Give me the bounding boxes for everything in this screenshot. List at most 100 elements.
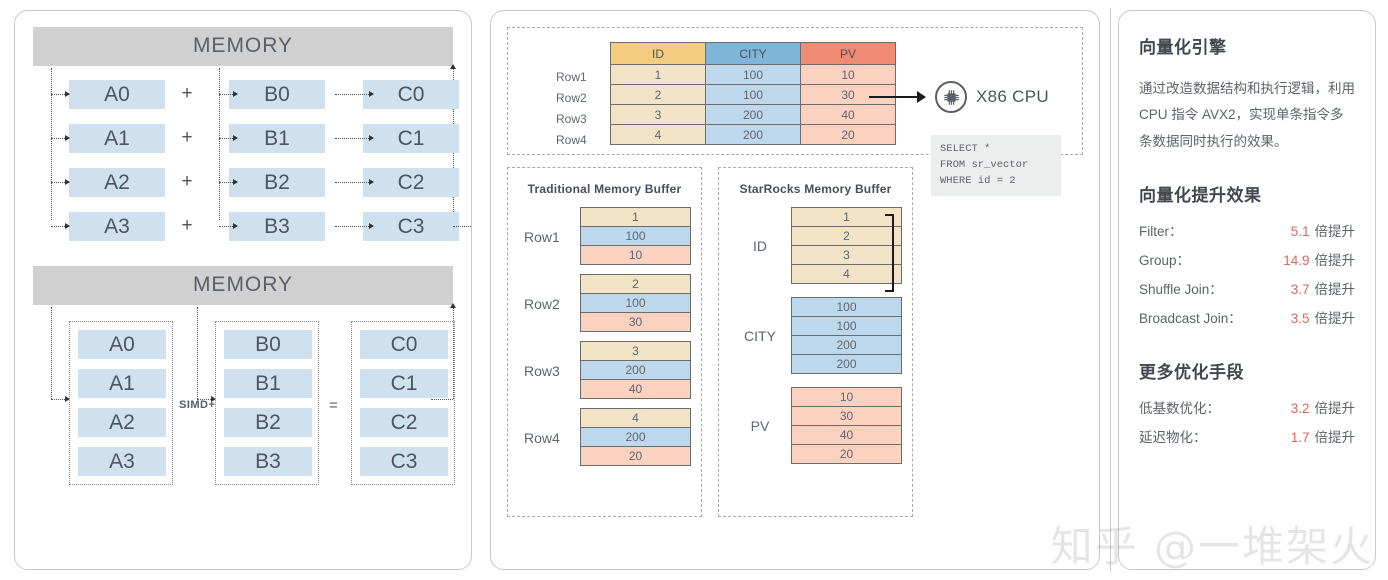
conn-arrow xyxy=(233,91,238,97)
rail-a xyxy=(51,307,52,399)
value-cell: 200 xyxy=(791,335,902,355)
block-b: B0 xyxy=(224,330,312,359)
metric-value: 5.1 xyxy=(1290,223,1310,239)
vectorization-info-card: 向量化引擎 通过改造数据结构和执行逻辑，利用 CPU 指令 AVX2，实现单条指… xyxy=(1118,10,1376,570)
value-stack: 10 30 40 20 xyxy=(791,387,902,464)
table-row: 3 200 40 xyxy=(610,104,896,125)
row-label: Row3 xyxy=(556,112,587,126)
metric-unit: 倍提升 xyxy=(1314,223,1356,239)
metric-value: 3.5 xyxy=(1290,310,1310,326)
column-divider xyxy=(1110,8,1111,572)
cpu-node: X86 CPU xyxy=(935,81,1049,113)
scalar-row: A1 + B1 C1 xyxy=(33,116,459,160)
op-plus: + xyxy=(181,127,193,148)
value-cell: 1 xyxy=(580,207,691,227)
conn xyxy=(335,182,373,183)
left-column: MEMORY A0 + xyxy=(0,0,480,580)
conn-arrow xyxy=(211,396,216,402)
block-c: C0 xyxy=(360,330,448,359)
rail-b xyxy=(197,307,198,399)
metric-row: Shuffle Join： 3.7 倍提升 xyxy=(1139,278,1355,298)
buffer-group: PV 10 30 40 20 xyxy=(729,387,902,464)
rail-b xyxy=(219,68,220,220)
block-c: C2 xyxy=(363,167,459,197)
section-body-engine: 通过改造数据结构和执行逻辑，利用 CPU 指令 AVX2，实现单条指令多条数据同… xyxy=(1139,81,1355,149)
conn-arrow xyxy=(369,91,374,97)
block-b: B2 xyxy=(224,408,312,437)
block-b: B2 xyxy=(229,167,325,197)
table-row: 2 100 30 xyxy=(610,84,896,105)
group-label: Row1 xyxy=(524,228,560,245)
cpu-chip-icon xyxy=(935,81,967,113)
value-cell: 100 xyxy=(791,316,902,336)
value-stack: 1 100 10 xyxy=(580,207,691,265)
table-header-row: ID CITY PV xyxy=(610,42,896,65)
value-cell: 30 xyxy=(791,406,902,426)
value-cell: 2 xyxy=(580,274,691,294)
metric-row: 延迟物化： 1.7 倍提升 xyxy=(1139,426,1355,446)
metric-row: Broadcast Join： 3.5 倍提升 xyxy=(1139,307,1355,327)
conn-arrow xyxy=(369,135,374,141)
scalar-vs-simd-card: MEMORY A0 + xyxy=(14,10,472,570)
value-cell: 4 xyxy=(580,408,691,428)
group-label: CITY xyxy=(744,328,776,344)
section-heading-engine: 向量化引擎 xyxy=(1139,38,1227,57)
cell-city: 100 xyxy=(705,84,801,105)
block-c: C1 xyxy=(360,369,448,398)
block-a: A1 xyxy=(78,369,166,398)
column-header-id: ID xyxy=(610,42,706,65)
scalar-row: A3 + B3 C3 xyxy=(33,204,471,248)
cell-pv: 20 xyxy=(800,124,896,145)
value-cell: 200 xyxy=(791,354,902,374)
cell-id: 2 xyxy=(610,84,706,105)
group-label: PV xyxy=(750,418,770,434)
metric-value: 14.9 xyxy=(1283,252,1310,268)
cell-city: 200 xyxy=(705,124,801,145)
conn xyxy=(51,182,69,183)
memory-bar-upper: MEMORY xyxy=(33,27,453,66)
conn-arrow xyxy=(233,223,238,229)
cpu-arrow-head xyxy=(917,91,926,103)
conn xyxy=(453,226,471,227)
value-cell: 3 xyxy=(580,341,691,361)
scalar-rows: A0 + B0 C0 xyxy=(33,64,471,248)
value-cell: 10 xyxy=(580,245,691,265)
conn-arrow xyxy=(65,91,70,97)
metric-value: 3.2 xyxy=(1290,400,1310,416)
metric-row: 低基数优化： 3.2 倍提升 xyxy=(1139,397,1355,417)
cpu-label: X86 CPU xyxy=(976,87,1049,106)
value-cell: 3 xyxy=(791,245,902,265)
block-a: A2 xyxy=(78,408,166,437)
row-label: Row4 xyxy=(556,133,587,147)
conn xyxy=(51,94,69,95)
cell-id: 4 xyxy=(610,124,706,145)
metric-value: 3.7 xyxy=(1290,281,1310,297)
block-a: A1 xyxy=(69,123,165,153)
simd-group-c: C0 C1 C2 C3 xyxy=(351,321,455,485)
buffers-row: Traditional Memory Buffer Row1 1 100 10 … xyxy=(507,81,1083,517)
cell-pv: 40 xyxy=(800,104,896,125)
starrocks-buffer-title: StarRocks Memory Buffer xyxy=(739,182,892,196)
traditional-memory-buffer: Traditional Memory Buffer Row1 1 100 10 … xyxy=(507,167,702,517)
block-c: C3 xyxy=(360,447,448,476)
simd-diagram: MEMORY A0 A1 A2 A3 xyxy=(33,266,456,507)
buffer-group: Row4 4 200 20 xyxy=(518,408,691,466)
metric-name: Broadcast Join： xyxy=(1139,310,1242,326)
metric-name: Filter： xyxy=(1139,223,1183,239)
value-cell: 10 xyxy=(791,387,902,407)
simd-group-b: B0 B1 B2 B3 xyxy=(215,321,319,485)
block-a: A3 xyxy=(78,447,166,476)
metric-name: Group： xyxy=(1139,252,1191,268)
metric-unit: 倍提升 xyxy=(1314,252,1356,268)
table-row: 4 200 20 xyxy=(610,124,896,145)
conn-arrow xyxy=(65,135,70,141)
conn-arrow xyxy=(65,179,70,185)
cell-id: 3 xyxy=(610,104,706,125)
block-a: A2 xyxy=(69,167,165,197)
block-c: C1 xyxy=(363,123,459,153)
source-table: ID CITY PV 1 100 10 2 100 30 xyxy=(610,42,896,145)
column-header-city: CITY xyxy=(705,42,801,65)
value-stack: 2 100 30 xyxy=(580,274,691,332)
scalar-row: A2 + B2 C2 xyxy=(33,160,459,204)
sql-snippet: SELECT * FROM sr_vector WHERE id = 2 xyxy=(931,135,1061,197)
